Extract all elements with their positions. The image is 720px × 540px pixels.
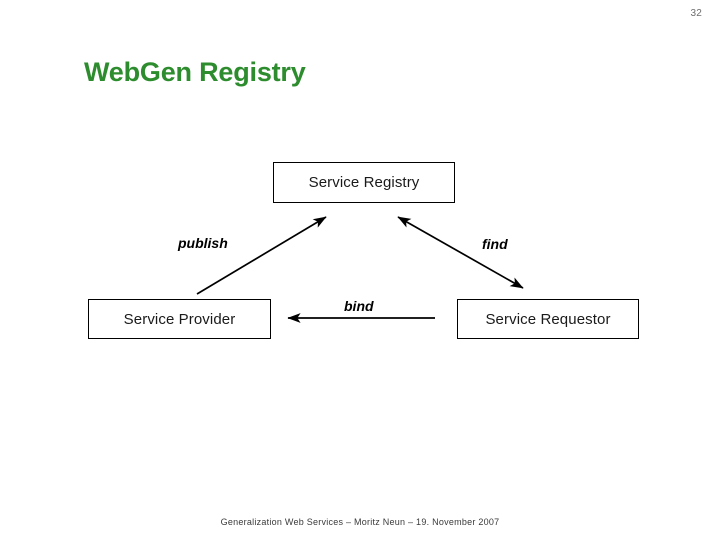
node-service-provider: Service Provider [88,299,271,339]
slide-footer: Generalization Web Services – Moritz Neu… [220,517,500,527]
find-arrow [397,216,524,289]
page-number: 32 [690,8,702,19]
publish-arrow [196,216,327,295]
page-title: WebGen Registry [84,57,306,87]
node-service-requestor-label: Service Requestor [485,310,611,328]
edge-label-find: find [482,236,508,252]
node-service-registry-label: Service Registry [308,174,420,191]
node-service-requestor: Service Requestor [457,299,639,339]
edge-label-publish: publish [178,235,228,251]
node-service-provider-label: Service Provider [123,310,236,328]
node-service-registry: Service Registry [273,162,455,203]
edge-label-bind: bind [344,298,374,314]
